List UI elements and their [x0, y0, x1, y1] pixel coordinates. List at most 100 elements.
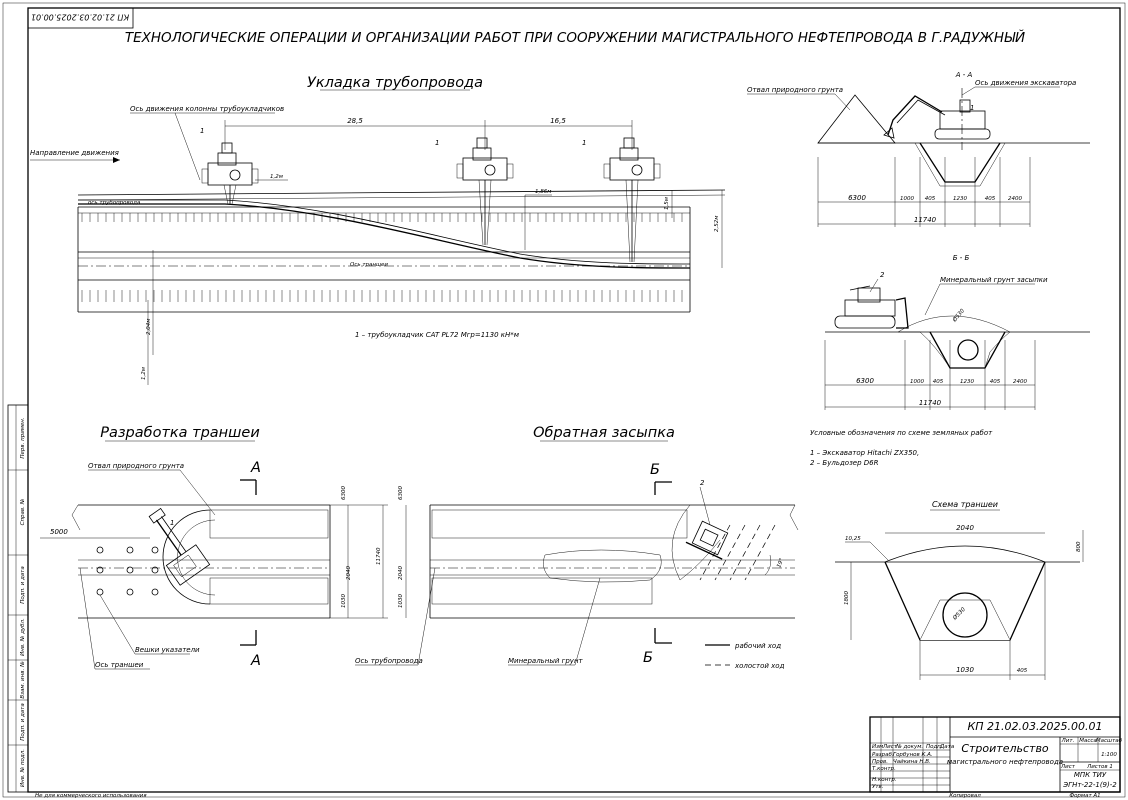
section-bb-mark: 2: [880, 271, 885, 279]
title-block-work2: магистрального нефтепровода: [947, 758, 1063, 766]
title-block-mass: Масса: [1079, 738, 1097, 744]
laying-dim-d1: 28,5: [347, 117, 363, 125]
peg-marker: [151, 588, 159, 596]
margin-strip: Перв. примен. Справ. № Подп. и дата Инв.…: [7, 404, 29, 793]
backfill-dim-v0: 6300: [398, 486, 404, 500]
section-bb-dim-0: 6300: [856, 377, 874, 385]
laying-dim-h3: 1,5м: [664, 197, 670, 210]
section-aa-dim-2: 405: [925, 196, 936, 202]
title-block-work: Строительство: [961, 742, 1049, 755]
laying-dim-h1: 1,2м: [270, 174, 283, 180]
peg-marker: [96, 546, 104, 554]
laying-axis-column: Ось движения колонны трубоукладчиков: [130, 105, 284, 113]
laying-direction: Направление движения: [30, 149, 119, 157]
title-block: КП 21.02.03.2025.00.01 Строительство маг…: [869, 716, 1123, 793]
peg-marker: [151, 566, 159, 574]
margin-l5: Взам. инв. №: [20, 661, 26, 699]
footer-copy: Копировал: [949, 793, 981, 799]
drawing-title: ТЕХНОЛОГИЧЕСКИЕ ОПЕРАЦИИ И ОРГАНИЗАЦИИ Р…: [125, 28, 1025, 46]
section-aa-spoil: Отвал природного грунта: [747, 86, 843, 94]
margin-l7: Инв. № подл.: [20, 749, 26, 787]
section-bb-dim-1: 1000: [910, 379, 924, 385]
backfill-soil: Минеральный грунт: [508, 657, 584, 665]
excavation-view: Разработка траншеи Отвал природного грун…: [40, 425, 388, 670]
pipelayer-icon: [456, 137, 514, 246]
tb-row-4: Дата: [939, 744, 955, 750]
section-bb-label: Б - Б: [953, 254, 970, 262]
section-bb-backfill: Минеральный грунт засыпки: [940, 276, 1048, 284]
title-block-org: МПК ТИУ: [1074, 771, 1107, 779]
laying-mark-3: 1: [582, 139, 586, 147]
excavator-plan-icon: [148, 507, 211, 586]
excavation-dim-v3: 1030: [341, 594, 347, 608]
excavation-heading: Разработка траншеи: [100, 425, 260, 441]
backfill-idle: холостой ход: [734, 662, 785, 670]
title-block-lit: Лит.: [1061, 738, 1075, 744]
tb-name-1: Чайкина Н.В.: [893, 759, 931, 765]
tb-person-2: Т.контр.: [872, 766, 896, 772]
excavator-icon: [883, 88, 991, 150]
section-aa: А - А Отвал природного грунта Ось движен…: [747, 71, 1090, 227]
excavation-mark: 1: [170, 519, 174, 527]
peg-marker: [96, 588, 104, 596]
backfill-dim-v1: 2040: [398, 566, 404, 580]
laying-view: Укладка трубопровода Ось движения колонн…: [30, 75, 726, 385]
section-bb-dim-5: 2400: [1013, 379, 1027, 385]
peg-marker: [126, 588, 134, 596]
tb-person-3: Н.контр.: [872, 777, 897, 783]
backfill-pipe-axis: Ось трубопровода: [355, 657, 423, 665]
peg-marker: [126, 566, 134, 574]
section-aa-axis: Ось движения экскаватора: [975, 79, 1076, 87]
section-bb-dim-3: 1230: [960, 379, 974, 385]
laying-dim-h5: 2,04м: [146, 319, 152, 335]
section-bb-dim-4: 405: [990, 379, 1001, 385]
inner-frame: [27, 7, 1121, 793]
section-aa-total: 11740: [914, 216, 937, 224]
trench-scheme-depth-top: 800: [1076, 541, 1082, 552]
laying-dim-h2: 1,86м: [535, 189, 551, 195]
excavation-pegs: Вешки указатели: [135, 646, 200, 654]
laying-mark-2: 1: [435, 139, 439, 147]
tb-row-3: Подп.: [926, 744, 943, 750]
margin-l4: Инв. № дубл.: [20, 618, 26, 656]
section-bb: Б - Б 2 Минеральный грунт засыпки Ø530 6…: [824, 254, 1090, 410]
tb-person-4: Утв.: [872, 784, 884, 790]
laying-mark-1: 1: [200, 127, 204, 135]
margin-l2: Справ. №: [20, 498, 26, 525]
excavation-dim-v2: 2040: [346, 566, 352, 580]
tb-row-0: Изм: [872, 744, 883, 750]
tb-person-1: Пров.: [872, 759, 888, 765]
laying-dim-h6: 1,2м: [141, 367, 147, 380]
section-aa-dim-4: 405: [985, 196, 996, 202]
notes-title: Условные обозначения по схеме земляных р…: [810, 429, 993, 437]
section-aa-dim-0: 6300: [848, 194, 866, 202]
section-aa-label: А - А: [955, 71, 973, 79]
section-aa-dim-1: 1000: [900, 196, 914, 202]
laying-dim-h4: 2,52м: [714, 216, 720, 232]
peg-marker: [96, 566, 104, 574]
section-aa-dim-3: 1230: [953, 196, 967, 202]
margin-l3: Подп. и дата: [20, 566, 26, 604]
tb-person-0: Разраб.: [872, 752, 894, 758]
laying-trench-axis: Ось траншеи: [350, 262, 388, 268]
rotated-stamp: КП 21.02.03.2025.00.01: [27, 7, 134, 29]
excavation-trench-axis: Ось траншеи: [95, 661, 144, 669]
tb-row-2: № докум.: [895, 744, 923, 750]
peg-marker: [151, 546, 159, 554]
backfill-mark: 2: [700, 479, 705, 487]
excavation-cut-a-top: А: [250, 460, 261, 476]
laying-dim-d2: 16,5: [550, 117, 566, 125]
title-block-group: ЭГНт-22-1(9)-2: [1062, 781, 1117, 789]
tb-row-1: Лист: [882, 744, 898, 750]
bulldozer-plan-icon: [685, 520, 729, 560]
title-block-sheet: Лист: [1060, 764, 1076, 770]
laying-legend: 1 – трубоукладчик CAT PL72 Mгр=1130 кН*м: [355, 331, 520, 339]
tb-name-0: Горбунов К.А.: [893, 752, 933, 758]
rotated-stamp-text: КП 21.02.03.2025.00.01: [31, 13, 129, 22]
backfill-working: рабочий ход: [734, 642, 781, 650]
title-block-scale-v: 1:100: [1101, 752, 1117, 758]
backfill-angle: 19°: [776, 557, 785, 568]
backfill-cut-b-bottom: Б: [643, 650, 653, 666]
